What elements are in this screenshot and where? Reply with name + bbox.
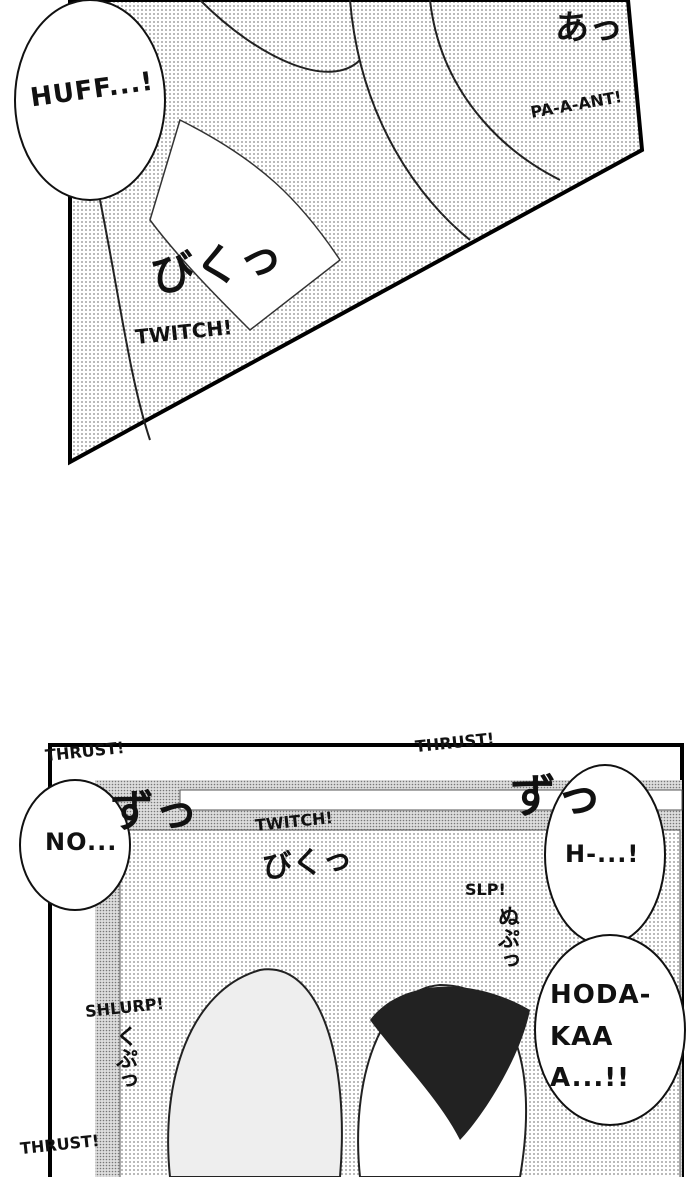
sfx-jp-gasp: あっ	[555, 8, 623, 48]
speech-bubble	[14, 0, 166, 201]
top-panel	[14, 0, 645, 466]
bottom-panel	[19, 743, 686, 1177]
sfx-slp: SLP!	[465, 880, 506, 899]
speech-hodaka: HODA-KAAA...!!	[550, 980, 652, 1094]
sfx-jp-thrust: ずっ	[510, 769, 602, 823]
sfx-jp-shlurp: くぷっ	[112, 1025, 137, 1091]
sfx-jp-thrust: ずっ	[110, 786, 198, 837]
speech-bubble	[19, 779, 131, 911]
sfx-jp-slp: ぬぷっ	[494, 905, 519, 971]
speech-no: NO...	[45, 828, 118, 856]
speech-bubble	[534, 934, 686, 1126]
speech-h: H-...!	[565, 840, 640, 868]
sfx-jp-twitch: びくっ	[260, 841, 354, 886]
